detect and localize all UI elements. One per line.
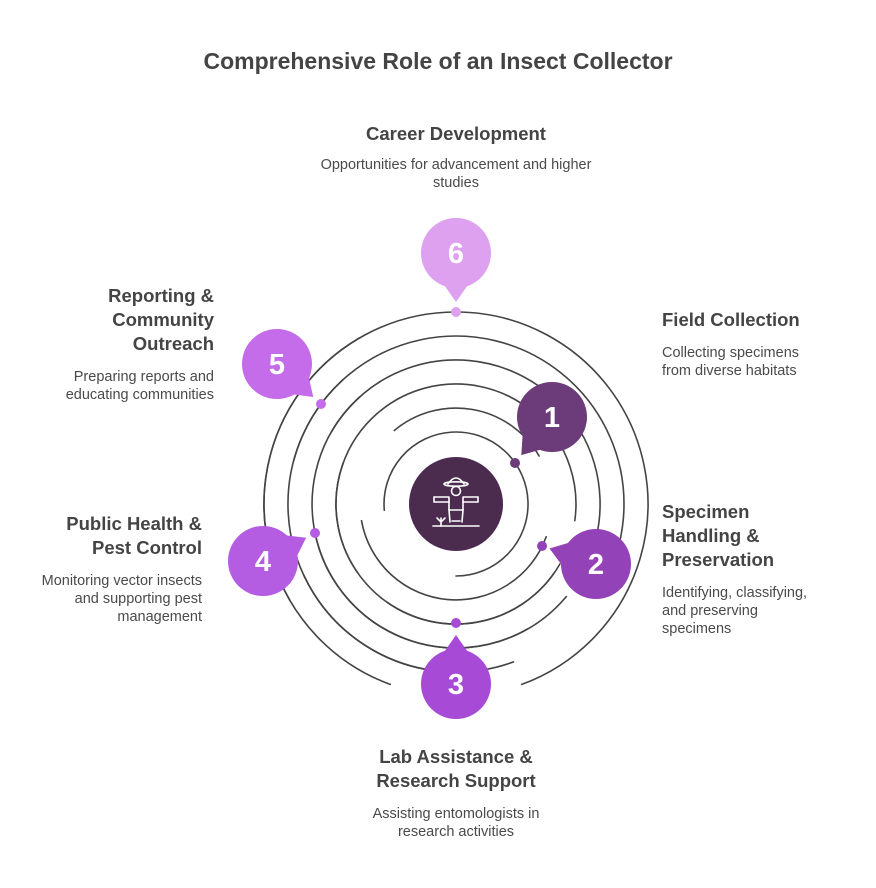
- step-2-marker: 2: [549, 529, 631, 599]
- step-3-block: Lab Assistance & Research Support Assist…: [356, 745, 556, 841]
- marker-circle: [242, 329, 312, 399]
- connector-dots: [310, 307, 547, 628]
- ring-arc: [383, 431, 529, 577]
- farmer-icon: [432, 477, 480, 527]
- ring-arc: [360, 519, 547, 601]
- step-6-marker: 6: [421, 218, 491, 302]
- ring-arc: [335, 462, 359, 574]
- step-1-description: Collecting specimens from diverse habita…: [662, 345, 800, 379]
- connector-dot-6: [451, 307, 461, 317]
- step-4-description: Monitoring vector insects and supporting…: [41, 573, 202, 625]
- step-3-marker: 3: [421, 635, 491, 719]
- connector-dot-3: [451, 618, 461, 628]
- step-5-title: Reporting & Community Outreach: [108, 285, 214, 354]
- step-1-title: Field Collection: [662, 309, 800, 330]
- step-4-number: 4: [255, 546, 271, 578]
- ring-arc: [302, 574, 443, 673]
- ring-arc: [313, 528, 568, 649]
- marker-circle: [421, 649, 491, 719]
- step-1-block: Field Collection Collecting specimens fr…: [662, 308, 832, 380]
- center-hub: [409, 457, 503, 551]
- step-6-description: Opportunities for advancement and higher…: [320, 157, 592, 191]
- step-5-block: Reporting & Community Outreach Preparing…: [40, 284, 214, 404]
- connector-dot-4: [310, 528, 320, 538]
- step-2-block: Specimen Handling & Preservation Identif…: [662, 500, 822, 638]
- step-2-number: 2: [588, 549, 604, 581]
- step-5-description: Preparing reports and educating communit…: [65, 369, 214, 403]
- step-markers: 1 2 3 4 5 6: [228, 218, 631, 719]
- ring-arc: [330, 396, 361, 433]
- step-4-marker: 4: [228, 526, 307, 596]
- marker-circle: [421, 218, 491, 288]
- step-3-number: 3: [448, 669, 464, 701]
- step-2-description: Identifying, classifying, and preserving…: [662, 585, 808, 637]
- step-5-number: 5: [269, 349, 285, 381]
- marker-circle: [228, 526, 298, 596]
- step-1-marker: 1: [517, 382, 587, 456]
- step-6-block: Career Development Opportunities for adv…: [320, 122, 592, 192]
- connector-dot-5: [316, 399, 326, 409]
- step-5-marker: 5: [242, 329, 314, 399]
- ring-arc: [292, 378, 345, 462]
- step-6-number: 6: [448, 238, 464, 270]
- marker-circle: [561, 529, 631, 599]
- step-4-title: Public Health & Pest Control: [66, 513, 202, 558]
- diagram-title: Comprehensive Role of an Insect Collecto…: [203, 48, 673, 74]
- step-1-number: 1: [544, 402, 560, 434]
- step-2-title: Specimen Handling & Preservation: [662, 501, 775, 570]
- step-4-block: Public Health & Pest Control Monitoring …: [40, 512, 202, 626]
- step-3-description: Assisting entomologists in research acti…: [372, 806, 540, 840]
- step-3-title: Lab Assistance & Research Support: [376, 746, 536, 791]
- marker-circle: [517, 382, 587, 452]
- ring-arc: [386, 572, 556, 625]
- connector-dot-2: [537, 541, 547, 551]
- step-6-title: Career Development: [366, 123, 546, 144]
- connector-dot-1: [510, 458, 520, 468]
